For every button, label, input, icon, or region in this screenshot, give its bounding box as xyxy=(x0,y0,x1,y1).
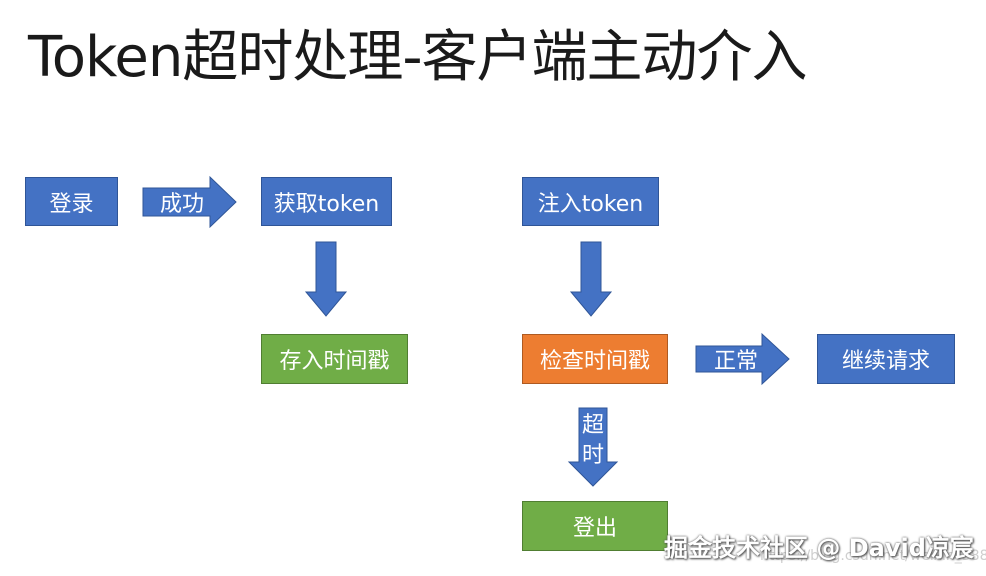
normal-arrow xyxy=(695,332,790,386)
normal-label: 正常 xyxy=(713,349,758,374)
node-get-token: 获取token xyxy=(261,177,392,226)
node-login: 登录 xyxy=(25,177,118,226)
node-store-timestamp: 存入时间戳 xyxy=(261,334,408,384)
node-check-timestamp: 检查时间戳 xyxy=(522,334,668,384)
success-label: 成功 xyxy=(159,192,204,217)
node-continue-request: 继续请求 xyxy=(817,334,955,384)
down-arrow-store xyxy=(304,241,348,317)
timeout-label-1: 超 xyxy=(581,413,604,438)
timeout-label-2: 时 xyxy=(581,443,604,468)
watermark: 掘金技术社区 @ David凉宸 xyxy=(664,534,974,562)
node-logout: 登出 xyxy=(522,501,668,551)
watermark-url: https://blog.csdn.net/weixin_388 xyxy=(760,548,986,564)
node-inject-token: 注入token xyxy=(522,177,659,226)
timeout-arrow xyxy=(567,407,619,487)
success-arrow xyxy=(142,175,237,229)
down-arrow-check xyxy=(569,241,613,317)
slide-title: Token超时处理-客户端主动介入 xyxy=(28,25,808,90)
